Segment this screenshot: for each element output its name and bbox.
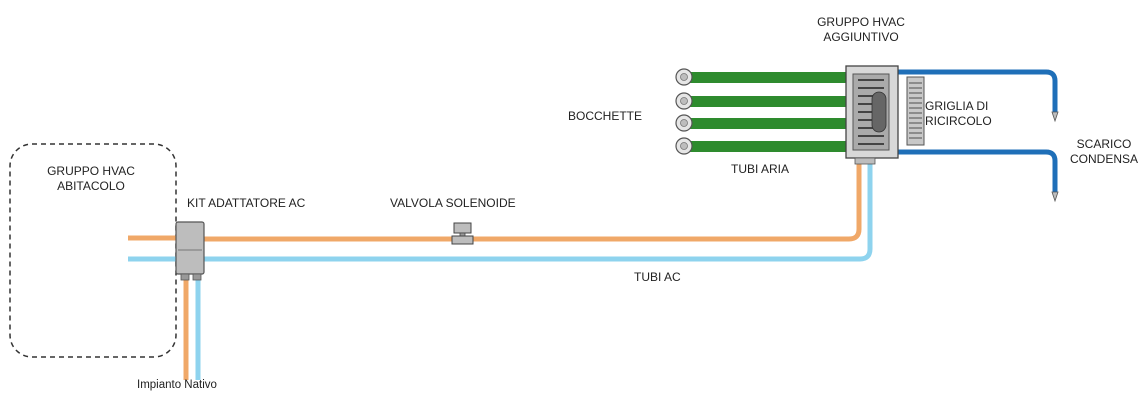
drain-label: SCARICO CONDENSA [1059, 137, 1145, 167]
air-pipes [688, 72, 848, 152]
cabin-hvac-label: GRUPPO HVAC ABITACOLO [36, 164, 146, 194]
air-pipes-label: TUBI ARIA [731, 162, 790, 176]
grille-label-line2: RICIRCOLO [925, 114, 992, 128]
additional-hvac-label: GRUPPO HVAC AGGIUNTIVO [796, 15, 926, 45]
recirculation-grille-icon [906, 76, 925, 146]
drain-pipe-bottom [896, 149, 1058, 192]
additional-hvac-label-line2: AGGIUNTIVO [823, 30, 899, 44]
hvac-unit-fitting [854, 157, 876, 165]
hvac-unit-icon [845, 65, 899, 165]
solenoid-valve-icon [451, 222, 474, 245]
vents-label: BOCCHETTE [568, 109, 643, 123]
grille-frame [906, 76, 925, 146]
solenoid-valve-label: VALVOLA SOLENOIDE [390, 196, 516, 210]
ac-pipes-label: TUBI AC [634, 270, 681, 284]
round-vent-icon [675, 137, 693, 155]
adapter-port-right [192, 273, 202, 281]
grille-slats [909, 82, 922, 139]
kit-adapter-label: KIT ADATTATORE AC [187, 196, 306, 210]
drain-pipes [896, 69, 1059, 203]
native-system-label: Impianto Nativo [137, 379, 217, 391]
adapter-body [175, 221, 205, 275]
ac-adapter-kit-icon [175, 221, 205, 281]
vents [675, 68, 693, 155]
air-pipe-4 [688, 141, 848, 152]
hvac-unit-fan [871, 91, 887, 133]
valve-base [451, 235, 474, 245]
round-vent-icon [675, 92, 693, 110]
hot-pipe [204, 160, 862, 242]
cabin-hvac-label-line2: ABITACOLO [57, 179, 125, 193]
adapter-port-left [180, 273, 190, 281]
cabin-hvac-label-line1: GRUPPO HVAC [47, 164, 135, 178]
additional-hvac-label-line1: GRUPPO HVAC [817, 15, 905, 29]
air-pipe-1 [688, 72, 848, 83]
drain-pipe-top [896, 69, 1058, 112]
air-pipe-3 [688, 118, 848, 129]
drain-label-line1: SCARICO [1076, 137, 1132, 151]
drain-tip-bottom [1051, 191, 1059, 203]
round-vent-icon [675, 114, 693, 132]
air-pipe-2 [688, 96, 848, 107]
valve-top [453, 222, 472, 234]
grille-label: GRIGLIA DI RICIRCOLO [925, 99, 992, 129]
cold-pipe [204, 160, 873, 262]
drain-tip-top [1051, 111, 1059, 123]
hvac-unit-coil [858, 79, 884, 145]
refrigerant-pipes [128, 160, 873, 380]
grille-label-line1: GRIGLIA DI [925, 99, 989, 113]
drain-label-line2: CONDENSA [1069, 152, 1138, 166]
round-vent-icon [675, 68, 693, 86]
